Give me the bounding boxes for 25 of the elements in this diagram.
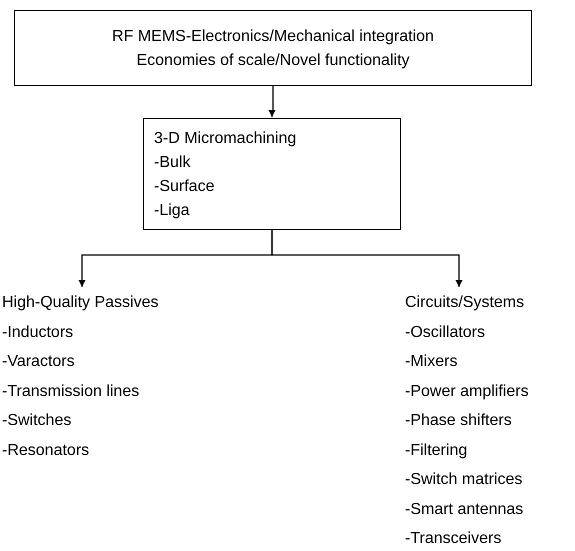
box-text: Economies of scale/Novel functionality bbox=[135, 51, 411, 71]
list-item: -Mixers bbox=[405, 352, 458, 372]
list-item: -Resonators bbox=[2, 440, 90, 460]
arrow bbox=[271, 230, 462, 287]
list-item: -Filtering bbox=[405, 440, 468, 460]
heading-text: Circuits/Systems bbox=[405, 293, 526, 313]
list-item: -Switches bbox=[2, 411, 72, 431]
list-item: -Surface bbox=[154, 177, 216, 197]
list-item: -Inductors bbox=[2, 322, 74, 342]
arrow bbox=[268, 86, 276, 117]
heading-text: High-Quality Passives bbox=[2, 293, 160, 313]
list-item: -Power amplifiers bbox=[405, 382, 530, 402]
process-box bbox=[14, 10, 532, 86]
list-item: -Transceivers bbox=[405, 529, 502, 549]
box-text: RF MEMS-Electronics/Mechanical integration bbox=[111, 27, 435, 47]
list-item: -Smart antennas bbox=[405, 500, 524, 520]
list-item: -Varactors bbox=[2, 352, 76, 372]
list-item: -Phase shifters bbox=[405, 411, 513, 431]
list-item: -Transmission lines bbox=[2, 382, 140, 402]
list-item: -Switch matrices bbox=[405, 470, 524, 490]
process-box bbox=[143, 118, 401, 230]
list-item: -Liga bbox=[154, 201, 191, 221]
list-item: -Oscillators bbox=[405, 322, 486, 342]
heading-text: 3-D Micromachining bbox=[154, 129, 298, 149]
list-item: -Bulk bbox=[154, 153, 192, 173]
